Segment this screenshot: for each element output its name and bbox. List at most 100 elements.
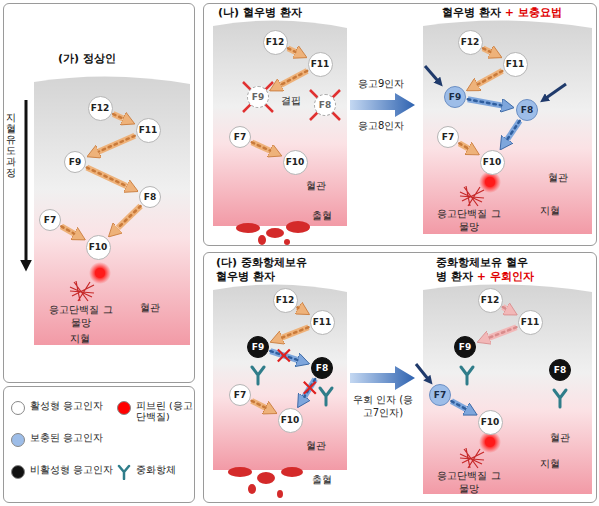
edge-beads (296, 306, 299, 309)
factor-name: F9 (449, 92, 461, 102)
deficiency-cross (243, 82, 273, 112)
annotation-label: 지혈 (540, 458, 560, 471)
factor-name: F8 (316, 363, 328, 373)
legend-text: 비활성형 응고인자 (30, 464, 113, 475)
factor-circle: F11 (310, 310, 335, 335)
factor-name: F12 (266, 37, 285, 47)
factor-name: F11 (311, 59, 330, 69)
factor-circle: F7 (39, 209, 61, 231)
factor-circle: F12 (263, 30, 288, 55)
factor-name: F7 (234, 132, 246, 142)
legend-antibody-symbol (116, 464, 132, 480)
scene-panel: (가) 정상인 F12F11F9F8F7F10 (3, 3, 195, 383)
factor-circle: F8 (314, 94, 336, 116)
factor-circle: F9 (247, 86, 269, 108)
vessel (34, 76, 190, 345)
factor-name: F9 (252, 342, 264, 352)
factor-name: F8 (554, 365, 566, 375)
cascade-arrow (468, 99, 502, 105)
factor-circle: F12 (273, 288, 298, 313)
factor-name: F12 (461, 37, 480, 47)
vessel (423, 284, 592, 494)
annotation-label: 응고단백질 그물망 (436, 470, 502, 495)
cascade-arrow (118, 206, 141, 228)
factor-circle: F10 (278, 408, 303, 433)
antibody-symbol (554, 390, 566, 407)
edge-beads (451, 401, 465, 409)
supply-arrow (416, 66, 566, 379)
factor-circle: F8 (516, 99, 538, 121)
factor-name: F8 (521, 105, 533, 115)
cascade-arrow (288, 48, 295, 52)
factor-name: F11 (506, 59, 525, 69)
factor-circle: F10 (480, 150, 505, 175)
annotation-label: 출혈 (312, 210, 332, 223)
annotation-label: 응고단백질 그물망 (48, 304, 114, 329)
cascade-arrow (451, 401, 465, 409)
annotation-label: 혈관 (306, 440, 326, 453)
factor-name: F9 (459, 342, 471, 352)
factor-name: F10 (286, 157, 305, 167)
annotation-label: 응고단백질 그물망 (436, 208, 502, 233)
cascade-arrow (281, 71, 307, 85)
edge-beads (288, 48, 295, 52)
process-label: 지혈 유도 과정 (6, 112, 16, 178)
edge-beads (252, 401, 266, 408)
factor-circle: F8 (139, 186, 161, 208)
annotation-label: 혈관 (140, 302, 160, 315)
vessel (213, 20, 347, 226)
factor-name: F12 (91, 103, 110, 113)
factor-circle: F10 (86, 235, 111, 260)
panel-title: (나) 혈우병 환자 (218, 6, 302, 20)
factor-name: F12 (481, 295, 500, 305)
cascade-arrow (99, 136, 135, 152)
factor-circle: F10 (478, 410, 503, 435)
factor-circle: F8 (311, 357, 333, 379)
legend-text: 활성형 응고인자 (30, 400, 103, 411)
factor-circle: F9 (247, 336, 269, 358)
annotation-label: 결핍 (281, 95, 301, 108)
panel-heading: + 보충요법 (505, 6, 562, 20)
cascade-arrow (252, 401, 266, 408)
antibody-symbol (461, 367, 473, 384)
vessel (423, 20, 592, 234)
factor-circle: F11 (503, 52, 528, 77)
factor-name: F11 (139, 125, 158, 135)
annotation-label: 혈관 (548, 172, 568, 185)
edge-beads (489, 327, 516, 337)
factor-name: F9 (252, 92, 264, 102)
annotation-label: 출혈 (312, 474, 332, 487)
factor-name: F7 (434, 390, 446, 400)
edge-beads (87, 167, 127, 186)
legend-swatch (116, 400, 132, 416)
cascade-arrow (507, 121, 519, 139)
factor-name: F12 (276, 295, 295, 305)
cascade-arrow (304, 379, 315, 397)
factor-name: F7 (442, 132, 454, 142)
factor-circle: F7 (229, 384, 251, 406)
annotation-label: 응고9인자 (358, 78, 404, 91)
edge-beads (252, 142, 270, 150)
factor-circle: F9 (64, 151, 86, 173)
edge-beads (281, 71, 307, 85)
legend-text: 중화항체 (136, 464, 176, 475)
fibrin-mesh (460, 448, 484, 468)
edge-beads (304, 379, 315, 397)
block-cross (304, 382, 316, 394)
annotation-label: 지혈 (70, 333, 90, 346)
annotation-label: 지혈 (540, 205, 560, 218)
factor-name: F10 (89, 242, 108, 252)
legend-swatch (10, 400, 26, 416)
scene-panel: (다) 중화항체보유 혈우병 환자중화항체보유 혈우병 환자+ 우회인자F12F… (203, 252, 597, 503)
factor-circle: F11 (308, 52, 333, 77)
annotation-label: 혈관 (306, 180, 326, 193)
treatment-arrow (350, 366, 415, 390)
factor-circle: F12 (458, 30, 483, 55)
annotation-label: 혈관 (550, 432, 570, 445)
edge-beads (483, 48, 490, 52)
panel-title: (가) 정상인 (58, 52, 116, 66)
cascade-arrow (282, 327, 308, 337)
edge-beads (61, 226, 74, 233)
legend-swatch (10, 432, 26, 448)
